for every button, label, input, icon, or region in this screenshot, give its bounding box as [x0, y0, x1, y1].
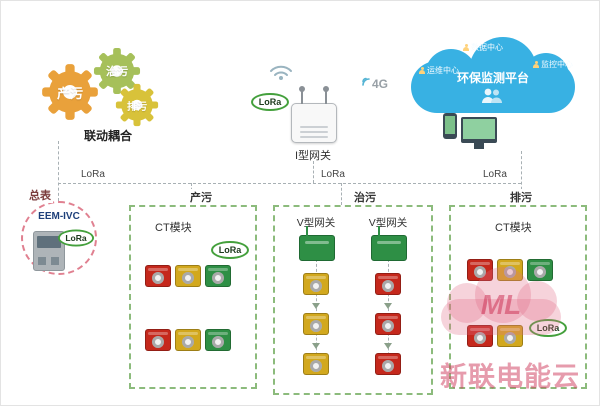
discharge-box: CT模块 LoRa [449, 205, 587, 389]
ct-sensor-green [527, 259, 553, 281]
ct-module-label: CT模块 [155, 222, 192, 234]
cloud-badge-monitor-center: 监控中心 [533, 59, 573, 70]
wifi-icon [269, 63, 293, 86]
produce-box-title: 产污 [187, 189, 215, 205]
ct-sensor-red [467, 259, 493, 281]
ct-sensor-green [205, 329, 231, 351]
network-4g-indicator: 4G [361, 77, 388, 91]
connector-gateway-to-bus [313, 161, 314, 183]
master-meter-group: EEM-IVC LoRa [21, 201, 97, 275]
ct-sensor-red [145, 265, 171, 287]
master-meter-caption: 总表 [27, 187, 53, 203]
gear-produce-icon: 产污 [41, 63, 99, 121]
gateway-label: I型网关 [294, 150, 332, 162]
antenna-icon [299, 86, 305, 104]
cloud-badge-data-center: 数据中心 [463, 42, 503, 53]
ct-sensor-yellow [175, 265, 201, 287]
ct-sensor-red [467, 325, 493, 347]
connector-cloud-to-discharge [521, 151, 522, 205]
gear-discharge-label: 排污 [127, 101, 147, 113]
gear-produce-label: 产污 [56, 85, 83, 101]
arrow-down-icon [312, 343, 320, 349]
ct-module-label: CT模块 [495, 222, 532, 234]
smartphone-icon [443, 113, 457, 139]
treat-box: V型网关 V型网关 [273, 205, 433, 395]
gear-discharge-icon: 排污 [115, 83, 159, 127]
produce-lora-badge: LoRa [211, 241, 249, 259]
discharge-lora-badge: LoRa [529, 319, 567, 337]
person-icon [533, 61, 539, 68]
v-gateway-device [371, 226, 407, 261]
ct-sensor-green [205, 265, 231, 287]
ct-sensor-red [145, 329, 171, 351]
ct-sensor-yellow [303, 273, 329, 295]
connector-bus-to-treat [341, 183, 342, 205]
ct-sensor-yellow [303, 353, 329, 375]
ct-sensor-red [375, 273, 401, 295]
arrow-down-icon [384, 343, 392, 349]
gateway-lora-badge: LoRa [251, 93, 289, 111]
ct-sensor-red [375, 353, 401, 375]
linkage-coupling-caption: 联动耦合 [83, 129, 132, 143]
ct-sensor-red [375, 313, 401, 335]
people-group-icon [479, 87, 505, 110]
bus-lora-right-label: LoRa [483, 169, 507, 180]
person-icon [419, 67, 425, 74]
v-gateway-left-label: V型网关 [296, 217, 336, 229]
network-4g-label: 4G [372, 77, 389, 91]
cloud-badge-ops-center: 运维中心 [419, 65, 459, 76]
gear-treat-label: 治污 [106, 66, 128, 78]
bus-lora-center-label: LoRa [321, 169, 345, 180]
monitor-icon [461, 117, 497, 149]
arrow-down-icon [312, 303, 320, 309]
meter-model-label: EEM-IVC [38, 211, 80, 222]
arrow-down-icon [384, 303, 392, 309]
ct-sensor-yellow [303, 313, 329, 335]
connector-gears-to-meter [58, 141, 59, 201]
treat-box-title: 治污 [351, 189, 379, 205]
ct-sensor-yellow [175, 329, 201, 351]
ct-sensor-yellow [497, 325, 523, 347]
platform-cloud: 数据中心 运维中心 监控中心 环保监测平台 [407, 35, 579, 121]
signal-arcs-icon [362, 77, 370, 86]
connector-lora-bus [58, 183, 521, 184]
meter-lora-badge: LoRa [57, 229, 95, 247]
gear-treat-icon: 治污 [93, 47, 141, 95]
antenna-icon [323, 86, 329, 104]
cloud-platform-title: 环保监测平台 [456, 71, 529, 85]
v-gateway-device [299, 226, 335, 261]
v-gateway-right-label: V型网关 [368, 217, 408, 229]
discharge-box-title: 排污 [507, 189, 535, 205]
gateway-device [291, 86, 337, 143]
bus-lora-left-label: LoRa [81, 169, 105, 180]
person-icon [463, 44, 469, 51]
ct-sensor-yellow [497, 259, 523, 281]
produce-box: CT模块 LoRa [129, 205, 257, 389]
